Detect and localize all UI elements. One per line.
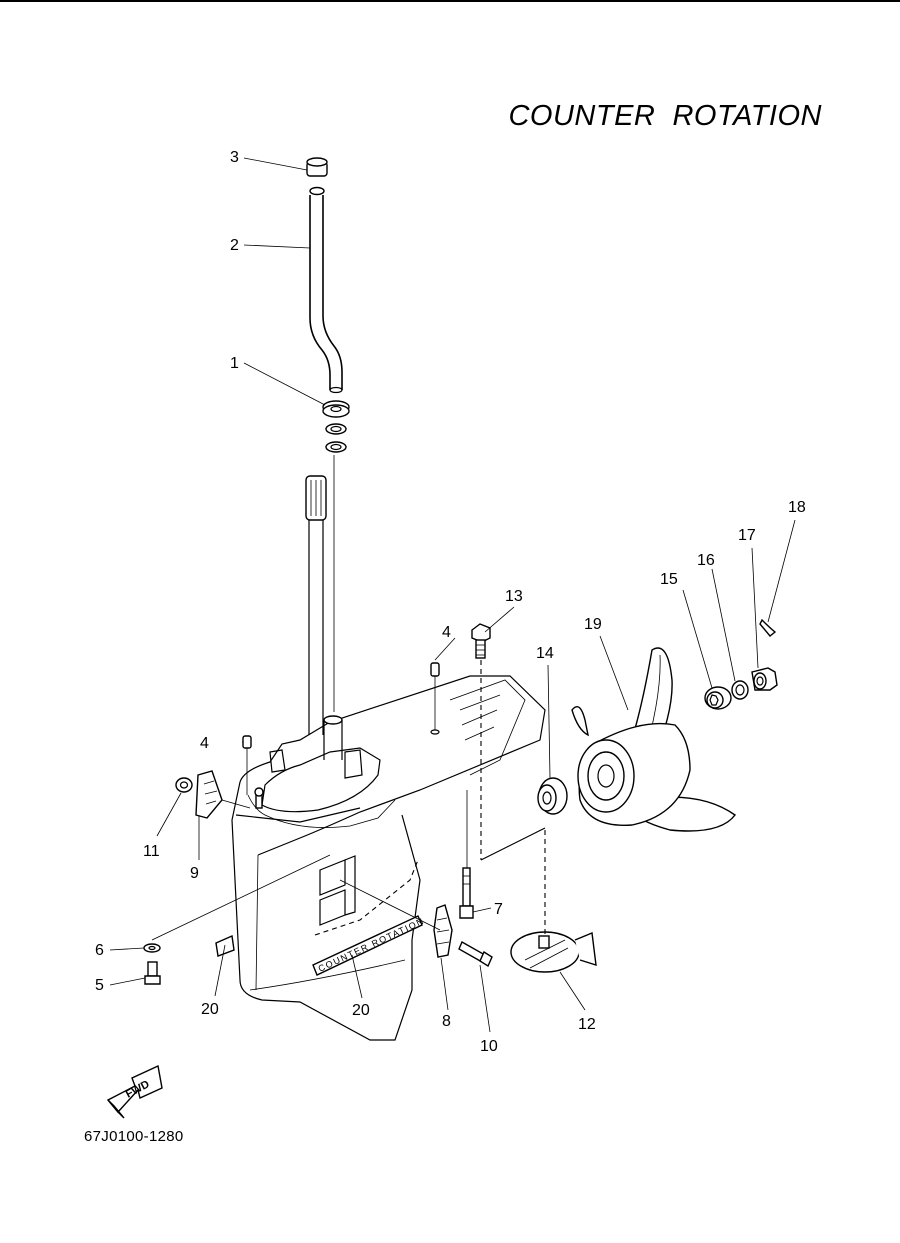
leader-lines	[109, 157, 796, 1033]
callout-17: 17	[738, 527, 756, 544]
part-13-bolt[interactable]	[471, 623, 491, 659]
drive-shaft	[305, 475, 327, 735]
part-6-washer[interactable]	[143, 943, 161, 953]
callout-1: 1	[230, 355, 239, 372]
callout-16: 16	[697, 552, 715, 569]
callout-10: 10	[480, 1038, 498, 1055]
callout-6: 6	[95, 942, 104, 959]
callout-13: 13	[505, 588, 523, 605]
callout-19: 19	[584, 616, 602, 633]
callout-2: 2	[230, 237, 239, 254]
callout-12: 12	[578, 1016, 596, 1033]
callout-11: 11	[143, 843, 160, 860]
part-14-thrust-washer[interactable]	[537, 777, 568, 815]
part-17-castle-nut[interactable]	[751, 667, 778, 691]
callout-7: 7	[494, 901, 503, 918]
fwd-arrow-icon: FWD	[106, 1064, 163, 1119]
part-5-bolt[interactable]	[144, 961, 161, 985]
part-8-anode[interactable]	[433, 904, 453, 958]
part-12-trim-tab[interactable]	[510, 931, 597, 973]
callout-14: 14	[536, 645, 554, 662]
part-9-anode[interactable]	[195, 770, 251, 819]
part-11-nut[interactable]	[175, 777, 193, 793]
callout-15: 15	[660, 571, 678, 588]
callout-20a: 20	[201, 1001, 219, 1018]
fwd-label: FWD	[124, 1078, 152, 1100]
callout-4b: 4	[442, 624, 451, 641]
assembly-line	[151, 854, 331, 941]
decal-text: COUNTER ROTATION	[317, 916, 427, 974]
callout-9: 9	[190, 865, 199, 882]
diagram-code: 67J0100-1280	[84, 1128, 184, 1145]
assembly-line	[339, 879, 441, 931]
assembly-line	[480, 827, 546, 861]
part-19-propeller[interactable]	[571, 647, 736, 832]
page-title: COUNTER ROTATION	[508, 100, 822, 132]
part-2-water-tube[interactable]	[309, 186, 343, 394]
part-16-washer[interactable]	[731, 680, 749, 700]
callout-5: 5	[95, 977, 104, 994]
callout-18: 18	[788, 499, 806, 516]
callout-8: 8	[442, 1013, 451, 1030]
part-20-decal[interactable]: COUNTER ROTATION	[312, 915, 427, 976]
callout-3: 3	[230, 149, 239, 166]
part-3-grommet[interactable]	[306, 157, 328, 177]
part-4-dowel-pin-a[interactable]	[242, 735, 252, 795]
part-15-spacer[interactable]	[704, 686, 732, 710]
part-7-bolt[interactable]	[459, 867, 474, 919]
callout-20b: 20	[352, 1002, 370, 1019]
part-10-bolt[interactable]	[458, 941, 493, 968]
part-4-dowel-pin-b[interactable]	[430, 662, 440, 735]
callout-4a: 4	[200, 735, 209, 752]
part-1-seal[interactable]	[322, 400, 350, 453]
callout-numbers: 3 2 1 4 4 5 6 7 8 9 10 11 12 13 14 15 16…	[95, 149, 806, 1055]
top-border	[0, 0, 900, 2]
part-18-cotter-pin[interactable]	[759, 618, 777, 637]
lower-casing	[231, 675, 546, 1041]
casing-bolt	[254, 787, 264, 809]
